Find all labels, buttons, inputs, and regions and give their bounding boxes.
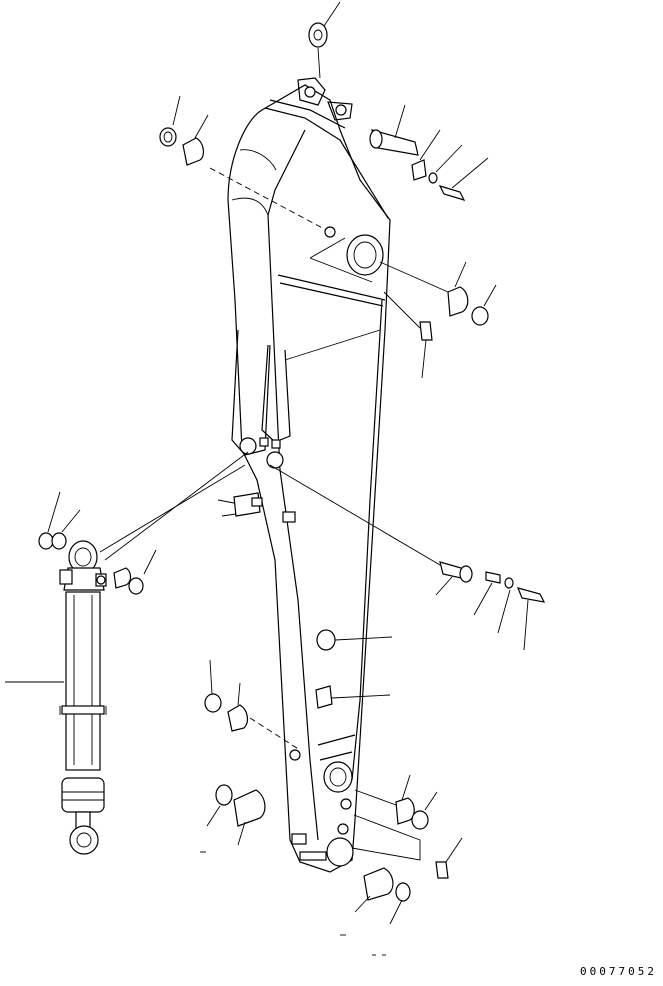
drawing-number: 00077052 — [580, 965, 657, 978]
seal-bottom-left — [215, 784, 233, 806]
seal-lower-left — [204, 693, 222, 713]
seal-upper-left — [159, 127, 177, 147]
washer-cyl-3 — [128, 577, 144, 595]
hydraulic-cylinder — [59, 540, 107, 855]
washer-middle — [504, 577, 514, 589]
seal-bottom-right — [395, 882, 411, 902]
washer-cyl-1 — [38, 532, 54, 550]
seal-upper-right — [471, 306, 489, 326]
washer-top — [308, 22, 328, 48]
plug-lower — [316, 629, 336, 651]
boss-lower — [323, 761, 353, 793]
bolt-middle — [516, 587, 546, 603]
bushing-upper-right — [447, 286, 469, 317]
plate-upper — [411, 159, 427, 181]
stopper-bottom — [291, 833, 307, 845]
spacer-cyl — [113, 567, 132, 589]
bushing-lower-right — [395, 797, 415, 825]
cylinder-bracket — [231, 329, 291, 469]
grease-fitting-lower — [435, 861, 449, 879]
grease-fitting-upper — [419, 321, 433, 341]
boss-upper — [346, 234, 384, 276]
bushing-lower-left — [227, 704, 249, 732]
bushing-bottom-left — [233, 789, 266, 827]
top-bracket — [297, 77, 353, 121]
washer-upper — [428, 172, 438, 184]
boss-bottom — [326, 837, 354, 867]
plate-lower — [315, 685, 333, 709]
washer-cyl-2 — [51, 532, 67, 550]
plate-middle — [485, 571, 501, 584]
bolt-upper — [438, 185, 466, 201]
bushing-upper-left — [182, 137, 205, 166]
seal-lower-right — [411, 810, 429, 830]
bushing-bottom-right — [363, 867, 394, 901]
